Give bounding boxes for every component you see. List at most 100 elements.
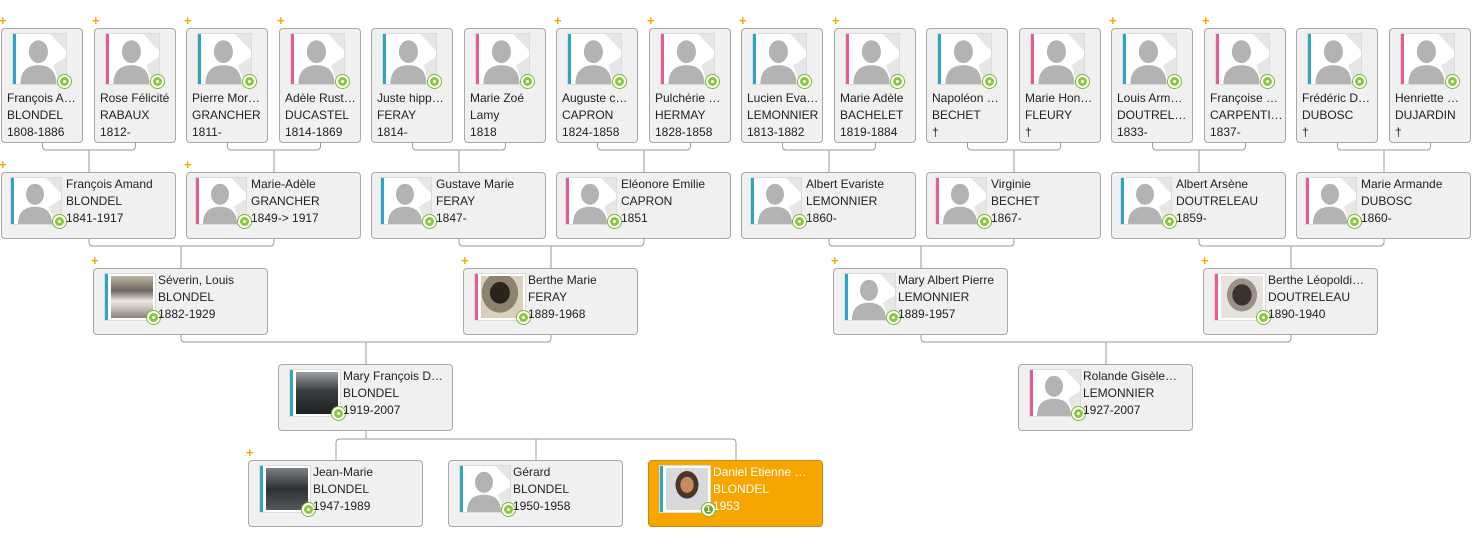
profile-badge-icon[interactable]	[1168, 75, 1181, 88]
connector-line	[458, 239, 645, 247]
connector-line	[782, 143, 876, 151]
person-surname: DOUTRELEAU	[1268, 290, 1351, 304]
person-surname: Lamy	[470, 108, 500, 122]
expand-ancestors-icon[interactable]: +	[1201, 253, 1209, 268]
expand-ancestors-icon[interactable]: +	[461, 253, 469, 268]
profile-badge-icon[interactable]	[891, 75, 904, 88]
profile-badge-icon[interactable]	[423, 215, 436, 228]
female-indicator	[475, 274, 478, 320]
expand-ancestors-icon[interactable]: +	[184, 157, 192, 172]
expand-ancestors-icon[interactable]: +	[92, 13, 100, 28]
person-surname: LEMONNIER	[806, 194, 878, 208]
profile-badge-icon[interactable]	[1353, 75, 1366, 88]
profile-badge-icon[interactable]	[798, 75, 811, 88]
expand-ancestors-icon[interactable]: +	[831, 253, 839, 268]
person-given-name: Pierre Mor…	[192, 91, 261, 105]
person-given-name: Séverin, Louis	[158, 273, 235, 287]
profile-badge-icon[interactable]	[332, 407, 345, 420]
profile-badge-icon[interactable]	[151, 75, 164, 88]
expand-ancestors-icon[interactable]: +	[277, 13, 285, 28]
profile-badge-icon[interactable]	[428, 75, 441, 88]
profile-badge-icon[interactable]	[1446, 75, 1459, 88]
profile-badge-icon[interactable]	[502, 503, 515, 516]
person-card[interactable]: Napoléon …BECHET†	[926, 28, 1008, 143]
profile-badge-icon[interactable]	[706, 75, 719, 88]
profile-badge-icon[interactable]	[53, 215, 66, 228]
person-card[interactable]: Françoise …CARPENTI…1837-	[1204, 28, 1286, 143]
profile-badge-icon[interactable]	[978, 215, 991, 228]
person-dates: †	[932, 125, 939, 139]
expand-ancestors-icon[interactable]: +	[647, 13, 655, 28]
profile-badge-icon[interactable]	[517, 311, 530, 324]
expand-ancestors-icon[interactable]: +	[0, 13, 7, 28]
profile-badge-icon[interactable]	[243, 75, 256, 88]
profile-badge-icon[interactable]	[336, 75, 349, 88]
expand-ancestors-icon[interactable]: +	[246, 445, 254, 460]
profile-badge-icon[interactable]	[613, 75, 626, 88]
person-card[interactable]: Henriette …DUJARDIN†	[1389, 28, 1471, 143]
profile-badge-icon[interactable]	[1076, 75, 1089, 88]
profile-badge-icon[interactable]	[1261, 75, 1274, 88]
person-card[interactable]: Frédéric D…DUBOSC†	[1296, 28, 1378, 143]
expand-ancestors-icon[interactable]: +	[739, 13, 747, 28]
male-indicator	[845, 274, 848, 320]
profile-badge-icon[interactable]	[793, 215, 806, 228]
profile-badge-icon[interactable]	[983, 75, 996, 88]
person-surname: FERAY	[528, 290, 568, 304]
person-dates: 1818	[470, 125, 497, 139]
placeholder-avatar-icon	[197, 33, 252, 85]
profile-badge-icon[interactable]	[608, 215, 621, 228]
person-card[interactable]: Marie Hon…FLEURY†	[1019, 28, 1101, 143]
profile-badge-icon[interactable]	[887, 311, 900, 324]
profile-badge-icon[interactable]	[1348, 215, 1361, 228]
profile-badge-icon[interactable]	[302, 503, 315, 516]
expand-ancestors-icon[interactable]: +	[91, 253, 99, 268]
person-given-name: Mary Albert Pierre	[898, 273, 995, 287]
profile-badge-icon[interactable]: 1	[702, 503, 715, 516]
profile-badge-icon[interactable]	[238, 215, 251, 228]
profile-badge-icon[interactable]	[521, 75, 534, 88]
expand-ancestors-icon[interactable]: +	[832, 13, 840, 28]
expand-ancestors-icon[interactable]: +	[1109, 13, 1117, 28]
expand-ancestors-icon[interactable]: +	[0, 157, 7, 172]
expand-ancestors-icon[interactable]: +	[554, 13, 562, 28]
expand-ancestors-icon[interactable]: +	[1202, 13, 1210, 28]
profile-badge-icon[interactable]	[147, 311, 160, 324]
profile-badge-icon[interactable]	[1163, 215, 1176, 228]
profile-badge-icon[interactable]	[1072, 407, 1085, 420]
expand-ancestors-icon[interactable]: +	[184, 13, 192, 28]
person-card[interactable]: Louis Arm…DOUTREL…1833-	[1111, 28, 1193, 143]
person-surname: BECHET	[932, 108, 981, 122]
profile-badge-icon[interactable]	[1257, 311, 1270, 324]
female-indicator	[661, 34, 664, 84]
profile-badge-icon[interactable]	[58, 75, 71, 88]
person-given-name: Juste hipp…	[377, 91, 444, 105]
